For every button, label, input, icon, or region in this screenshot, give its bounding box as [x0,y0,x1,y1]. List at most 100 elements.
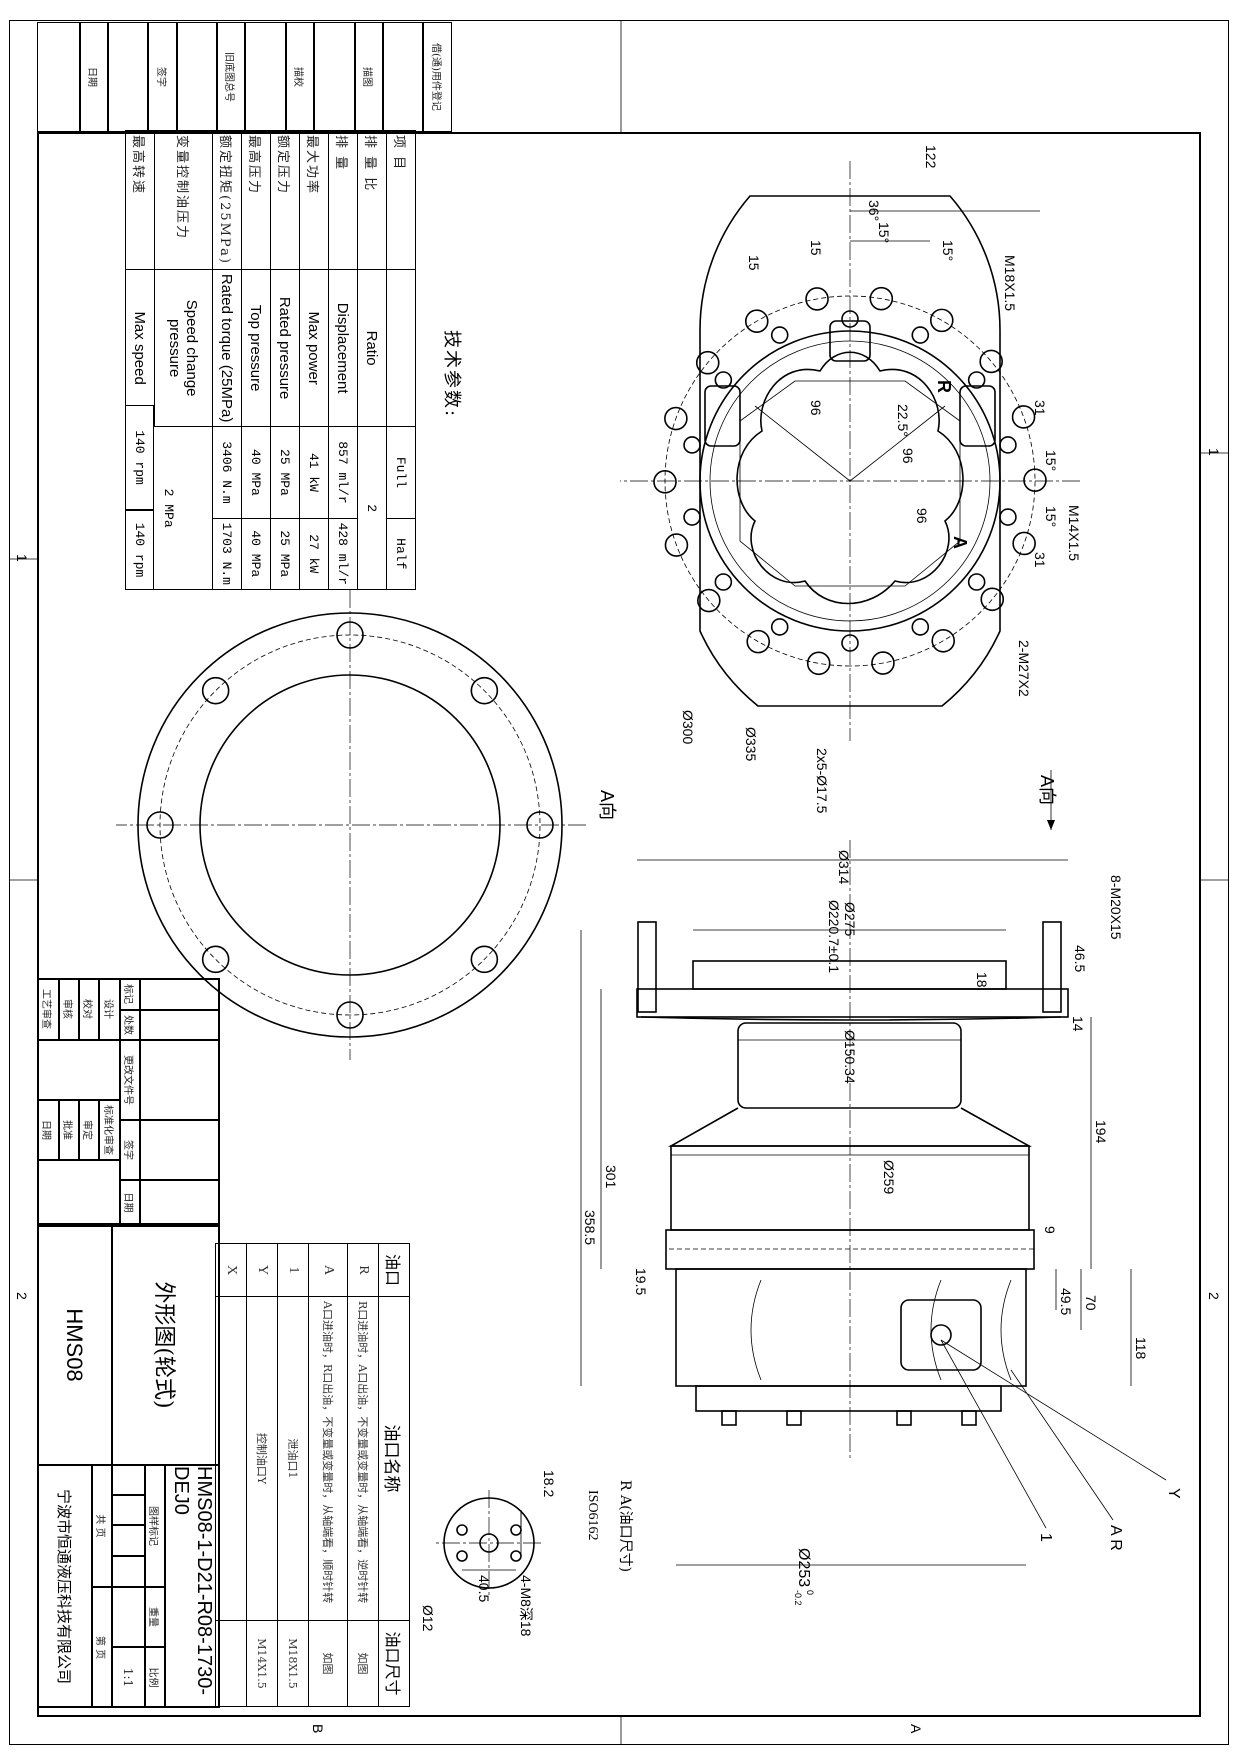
dimension-label: 15° [1043,506,1059,527]
zone-label: B [310,1724,326,1733]
bolt-hole [999,436,1017,454]
dimension-label: M18X1.5 [1002,255,1018,311]
view-label: A向 [597,790,617,820]
end-view [620,161,1080,741]
bolt-hole [929,308,954,333]
port-callout: 1 [1037,1533,1054,1542]
bolt-hole [1011,405,1036,429]
dimension-label: Ø220.7±0.1 [826,900,842,973]
port-detail-caption: R A(油口尺寸) [617,1480,633,1572]
dimension-label: 194 [1093,1120,1109,1144]
dimension-label: 358.5 [582,1210,598,1245]
bolt-hole [805,287,829,311]
bolt-hole [931,628,956,653]
bolt-hole [770,326,789,344]
tolerance-upper: 0 [805,1590,815,1595]
dimension-label: Ø314 [836,850,852,884]
dimension-label: Ø150.34 [842,1030,858,1084]
dimension-label: 15° [876,222,892,243]
dimension-label: 4-M8深18 [518,1575,534,1637]
side-view [580,840,1132,1566]
zone-label: 1 [1206,448,1222,456]
dimension-label: 122 [923,145,939,169]
dimension-label: 301 [603,1165,619,1189]
tolerance-lower: -0.2 [793,1590,803,1606]
bolt-hole [746,629,771,654]
dimension-label: 9 [1042,1226,1058,1234]
bolt-hole [336,621,364,649]
dimension-label: 2-M27X2 [1016,640,1032,697]
dimension-label: 15 [808,240,824,256]
dimension-label: 46.5 [1072,945,1088,972]
bolt-hole [979,349,1003,374]
zone-label: A [908,1724,924,1734]
bolt-hole [470,945,499,974]
bolt-hole [770,618,789,636]
zone-label: 2 [14,1292,30,1300]
bolt-hole [911,326,930,344]
bolt-hole [1012,531,1036,556]
bolt-hole [871,651,895,675]
dimension-label: Ø259 [881,1160,897,1194]
bolt-hole [999,508,1017,526]
dimension-label: 96 [900,448,916,464]
dimension-label: Ø253 [795,1548,812,1587]
dimension-label: 15 [746,255,762,271]
port-marker: A [950,536,970,549]
bolt-hole [714,573,733,591]
bolt-hole [653,470,677,494]
view-label: A向 [1037,775,1057,805]
bolt-hole [201,945,230,974]
dimension-label: 2x5-Ø17.5 [814,748,830,814]
dimension-label: Ø300 [680,710,696,744]
bolt-hole [695,350,720,375]
dimension-label: 118 [1133,1337,1149,1360]
bolt-hole [146,811,174,839]
dimension-label: 96 [914,508,930,524]
end-view-dims: 122 36° 15° 15 15 15° M18X1.5 R 96 22.5°… [680,145,1082,830]
dimension-label: 15° [940,240,956,261]
bolt-hole [697,588,721,613]
dimension-label: 14 [1070,1016,1086,1032]
dimension-label: 15° [1043,450,1059,471]
zone-label: 1 [14,554,30,562]
port-callout: A R [1107,1525,1124,1551]
zone-markers: 1 1 2 2 A B [9,20,1229,1745]
bolt-hole [201,676,230,705]
bolt-hole [683,436,701,454]
bolt-hole [714,371,733,389]
port-standard: ISO6162 [585,1490,600,1541]
dimension-label: 18.2 [541,1470,557,1497]
bolt-hole [869,286,894,311]
bolt-hole [1023,468,1047,492]
dimension-label: 36° [866,200,882,221]
bolt-hole [967,371,986,389]
bolt-hole [526,811,554,839]
dimension-label: 8-M20X15 [1108,875,1124,940]
bolt-hole [664,533,689,557]
bolt-hole [967,573,986,591]
bolt-hole [911,618,930,636]
port-marker: R [934,380,954,393]
side-view-dims: 8-M20X15 Ø314 Ø275 Ø220.7±0.1 46.5 18 14… [582,850,1182,1606]
dimension-label: 40.5 [476,1575,492,1602]
dimension-label: 31 [1032,552,1048,568]
bolt-hole [683,508,701,526]
bolt-hole [980,587,1005,612]
bolt-hole [336,1001,364,1029]
dimension-label: Ø12 [420,1605,436,1632]
dimension-label: 96 [808,400,824,416]
port-callout: Y [1165,1488,1182,1499]
dimension-label: M14X1.5 [1066,505,1082,561]
dimension-label: 31 [1032,400,1048,416]
bolt-hole [664,406,688,431]
port-detail: 18.2 4-M8深18 40.5 Ø12 R A(油口尺寸) ISO6162 [420,1470,633,1637]
dimension-label: 70 [1083,1295,1099,1311]
dimension-label: 18 [974,972,990,988]
dimension-label: Ø335 [743,727,759,761]
bolt-hole [470,676,499,705]
flange-view: A向 [116,590,617,1060]
dimension-label: 49.5 [1058,1288,1074,1315]
